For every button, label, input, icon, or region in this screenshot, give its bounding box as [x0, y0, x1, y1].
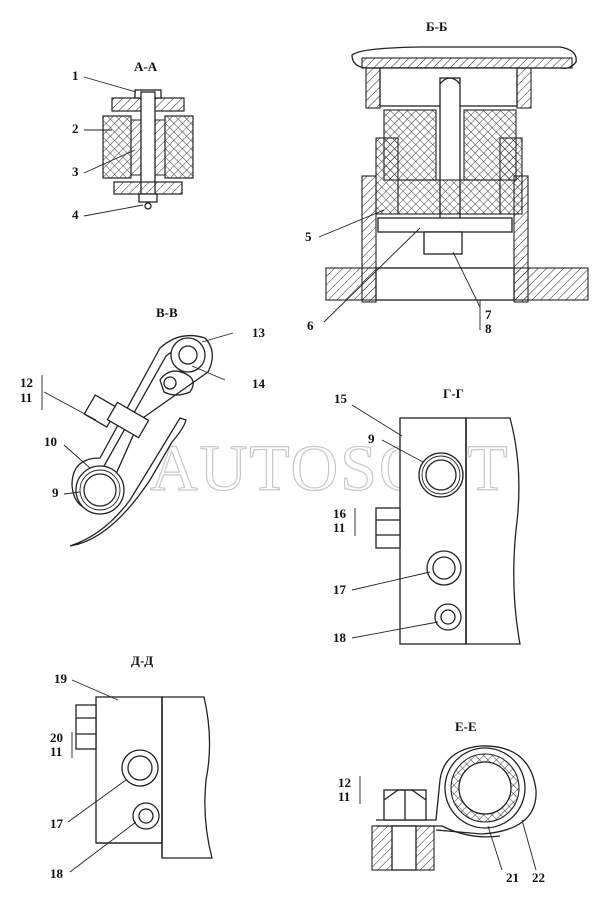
callout-5: 5 [305, 229, 312, 244]
callout-20: 20 [50, 730, 63, 745]
callout-3: 3 [72, 164, 79, 179]
callout-6: 6 [307, 318, 314, 333]
callout-21: 21 [506, 870, 519, 885]
callout-8: 8 [485, 321, 492, 336]
callout-9-gg: 9 [368, 431, 375, 446]
callout-16: 16 [333, 506, 347, 521]
callout-13: 13 [252, 325, 266, 340]
section-dd-title: Д-Д [131, 653, 153, 668]
callout-17-dd: 17 [50, 816, 64, 831]
callout-11-dd: 11 [50, 744, 62, 759]
callout-17-gg: 17 [333, 582, 347, 597]
section-gg: Г-Г 15 9 16 11 17 18 [333, 386, 521, 645]
section-ee: Е-Е 12 11 21 22 [338, 719, 545, 885]
callout-9-vv: 9 [52, 485, 59, 500]
callout-12-ee: 12 [338, 775, 351, 790]
section-bb: Б-Б 5 6 7 8 [305, 19, 589, 336]
callout-1: 1 [72, 68, 79, 83]
callout-19: 19 [54, 671, 68, 686]
section-vv: В-В 12 11 10 9 13 14 [20, 305, 266, 547]
section-aa: А-А 1 2 3 4 [72, 59, 194, 222]
callout-18-gg: 18 [333, 630, 347, 645]
callout-22: 22 [532, 870, 545, 885]
callout-12-vv: 12 [20, 375, 33, 390]
callout-4: 4 [72, 207, 79, 222]
section-dd: Д-Д 19 20 11 17 18 [50, 653, 213, 881]
callout-15: 15 [334, 391, 348, 406]
callout-18-dd: 18 [50, 866, 64, 881]
callout-11-gg: 11 [333, 520, 345, 535]
section-bb-title: Б-Б [426, 19, 448, 34]
section-ee-title: Е-Е [455, 719, 477, 734]
callout-7: 7 [485, 307, 492, 322]
section-vv-title: В-В [156, 305, 178, 320]
callout-14: 14 [252, 376, 266, 391]
callout-2: 2 [72, 121, 79, 136]
section-aa-title: А-А [134, 59, 158, 74]
section-gg-title: Г-Г [443, 386, 464, 401]
callout-11-ee: 11 [338, 789, 350, 804]
callout-11-vv: 11 [20, 390, 32, 405]
callout-10: 10 [44, 434, 57, 449]
